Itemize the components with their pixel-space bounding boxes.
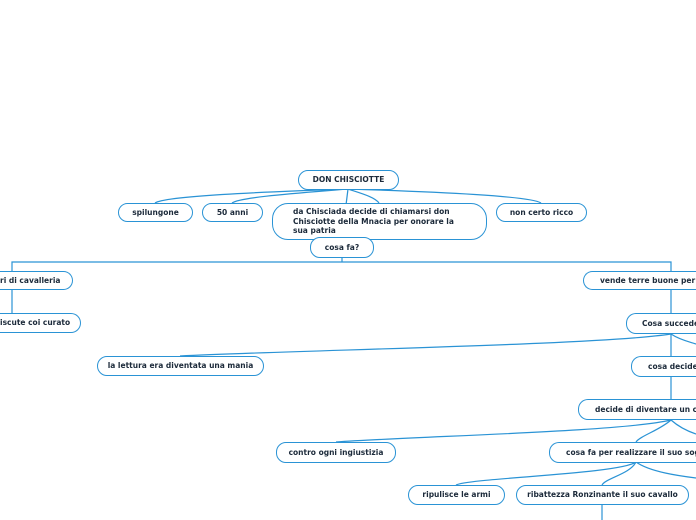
root-node-don-chisciotte[interactable]: DON CHISCIOTTE bbox=[298, 170, 399, 190]
link-root-name-decision bbox=[347, 188, 380, 204]
link-trunk-left bbox=[11, 261, 342, 271]
link-root-spilungone bbox=[154, 188, 349, 204]
node-reading-mania[interactable]: la lettura era diventata una mania bbox=[97, 356, 264, 376]
node-not-rich[interactable]: non certo ricco bbox=[496, 203, 587, 222]
node-name-decision[interactable]: da Chisciada decide di chiamarsi don Chi… bbox=[272, 203, 487, 240]
link-trunk-right bbox=[342, 261, 672, 271]
node-what-happens[interactable]: Cosa succede bbox=[626, 313, 696, 334]
node-polish-armor[interactable]: ripulisce le armi bbox=[408, 485, 505, 505]
node-discusses-priest[interactable]: iscute coi curato bbox=[0, 313, 81, 333]
node-how-dream[interactable]: cosa fa per realizzare il suo sogno bbox=[549, 442, 696, 463]
link-whathappens-right bbox=[670, 333, 696, 345]
link-become-right bbox=[670, 419, 696, 435]
link-how-rename bbox=[601, 461, 637, 486]
node-rename-horse[interactable]: ribattezza Ronzinante il suo cavallo bbox=[516, 485, 689, 505]
node-against-injustice[interactable]: contro ogni ingiustizia bbox=[276, 442, 396, 463]
node-what-decides[interactable]: cosa decide? bbox=[631, 356, 696, 377]
node-chivalry-books[interactable]: ri di cavalleria bbox=[0, 271, 73, 290]
node-age[interactable]: 50 anni bbox=[202, 203, 263, 222]
node-what-does[interactable]: cosa fa? bbox=[310, 237, 374, 258]
node-spilungone[interactable]: spilungone bbox=[118, 203, 193, 222]
link-root-age bbox=[231, 188, 349, 204]
link-how-polish bbox=[455, 461, 637, 486]
link-become-how bbox=[635, 419, 672, 443]
link-become-injustice bbox=[335, 419, 672, 443]
link-root-not-rich bbox=[347, 188, 542, 204]
node-become-knight[interactable]: decide di diventare un cav bbox=[578, 399, 696, 420]
link-how-right bbox=[635, 461, 696, 479]
link-whathappens-reading bbox=[179, 333, 672, 357]
node-sells-land[interactable]: vende terre buone per co bbox=[583, 271, 696, 290]
